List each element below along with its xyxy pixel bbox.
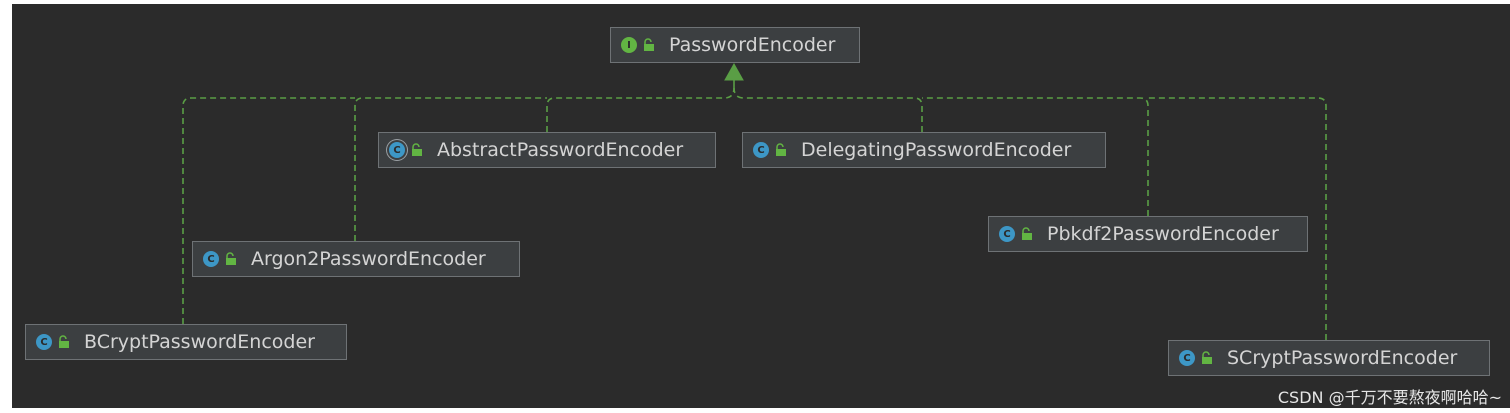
node-label: Argon2PasswordEncoder [251,248,486,270]
node-label: PasswordEncoder [669,34,836,56]
diagram-canvas: I PasswordEncoder C AbstractPasswordEnco… [12,4,1510,408]
edge-argon2-to-password-encoder [354,97,547,241]
interface-icon: I [621,37,637,53]
node-password-encoder[interactable]: I PasswordEncoder [610,27,860,63]
watermark: CSDN @千万不要熬夜啊哈哈~ [1277,388,1502,407]
edge-delegating-to-password-encoder [733,87,923,132]
lock-open-icon [1022,227,1032,240]
node-argon2-password-encoder[interactable]: C Argon2PasswordEncoder [192,241,520,277]
node-label: Pbkdf2PasswordEncoder [1047,223,1279,245]
lock-open-icon [1202,351,1212,364]
node-label: BCryptPasswordEncoder [84,331,315,353]
abstract-class-icon: C [389,142,405,158]
lock-open-icon [226,252,236,265]
implements-arrowhead [724,62,744,81]
node-pbkdf2-password-encoder[interactable]: C Pbkdf2PasswordEncoder [988,216,1308,252]
class-icon: C [1179,350,1195,366]
lock-open-icon [644,38,654,51]
node-scrypt-password-encoder[interactable]: C SCryptPasswordEncoder [1168,340,1490,376]
class-icon: C [36,334,52,350]
class-icon: C [753,142,769,158]
node-delegating-password-encoder[interactable]: C DelegatingPasswordEncoder [742,132,1106,168]
lock-open-icon [59,335,69,348]
class-icon: C [999,226,1015,242]
edge-scrypt-to-password-encoder [1148,97,1327,340]
node-label: AbstractPasswordEncoder [437,139,684,161]
lock-open-icon [776,143,786,156]
edge-pbkdf2-to-password-encoder [922,97,1149,216]
edges-layer [182,62,1327,340]
node-label: SCryptPasswordEncoder [1227,347,1458,369]
node-abstract-password-encoder[interactable]: C AbstractPasswordEncoder [378,132,716,168]
edge-bcrypt-to-password-encoder [182,97,355,324]
lock-open-icon [412,143,422,156]
node-label: DelegatingPasswordEncoder [801,139,1072,161]
edge-abstract-to-password-encoder [546,87,735,132]
node-bcrypt-password-encoder[interactable]: C BCryptPasswordEncoder [25,324,347,360]
class-icon: C [203,251,219,267]
